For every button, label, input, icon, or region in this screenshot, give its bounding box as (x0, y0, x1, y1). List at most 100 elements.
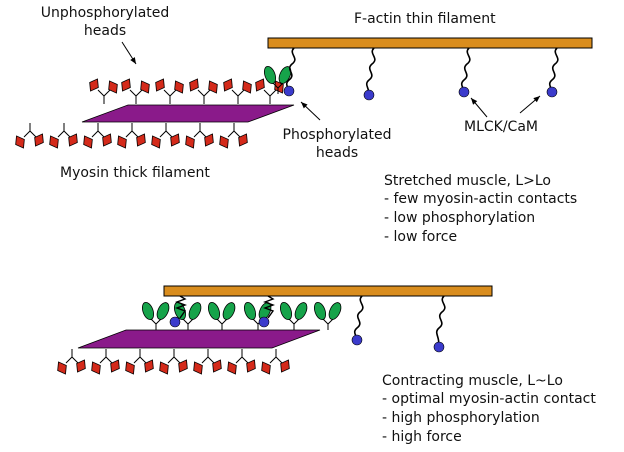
phosphorylated-head-icon (141, 301, 155, 321)
phosphorylated-head-pair (313, 301, 342, 330)
phosphorylated-head-icon (279, 301, 293, 321)
unphosphorylated-head-icon (89, 78, 99, 92)
annotation-arrows (121, 41, 541, 121)
phosphorylated-head-icon (313, 301, 327, 321)
actin-thin-filament (163, 285, 493, 297)
contracting-list: - optimal myosin-actin contact - high ph… (382, 390, 596, 447)
stretched-title: Stretched muscle, L>Lo (384, 173, 552, 189)
unphosphorylated-label-line1: Unphosphorylated (40, 5, 170, 21)
contracting-item: - high force (382, 429, 462, 445)
unphosphorylated-head-icon (223, 78, 233, 92)
unphosphorylated-head-icon (185, 135, 195, 149)
myosin-head-pair (49, 123, 78, 149)
myosin-head-pair (125, 349, 154, 375)
mlck-cam-icon (283, 47, 296, 97)
f-actin-label: F-actin thin filament (354, 11, 496, 27)
myosin-head-pair (89, 78, 118, 104)
unphosphorylated-head-icon (242, 80, 252, 94)
myosin-head-pair (155, 78, 184, 104)
unphosphorylated-head-icon (174, 80, 184, 94)
stretched-block: Stretched muscle, L>Lo - few myosin-acti… (384, 172, 577, 247)
myosin-head-pair (117, 123, 146, 149)
mlck-cam-icon (458, 47, 471, 98)
myosin-head-pair (121, 78, 150, 104)
myosin-head-pair (57, 349, 86, 375)
stretched-list: - few myosin-actin contacts - low phosph… (384, 190, 577, 247)
pointer-arrow (121, 41, 137, 65)
unphosphorylated-head-icon (189, 78, 199, 92)
phosphorylated-head-icon (156, 302, 170, 320)
stretched-item: - low force (384, 229, 458, 245)
unphosphorylated-head-icon (208, 80, 218, 94)
myosin-head-pair (159, 349, 188, 375)
unphosphorylated-head-icon (57, 361, 67, 375)
phosphorylated-label-line2: heads (315, 145, 359, 161)
pointer-arrow (519, 95, 541, 114)
mlck-cam-label: MLCK/CaM (464, 119, 538, 135)
phosphorylated-head-icon (263, 65, 277, 85)
unphosphorylated-head-icon (121, 78, 131, 92)
unphosphorylated-head-icon (155, 78, 165, 92)
unphosphorylated-head-icon (34, 133, 44, 147)
unphosphorylated-head-icon (76, 359, 86, 373)
contracting-panel-graphics (57, 285, 493, 375)
phosphorylated-label: Phosphorylated heads (272, 126, 402, 162)
mlck-cam-icon (546, 47, 559, 98)
unphosphorylated-head-icon (136, 133, 146, 147)
phosphorylated-head-icon (222, 302, 236, 320)
contracting-title: Contracting muscle, L~Lo (382, 373, 563, 389)
mlck-cam-icon (433, 295, 446, 353)
myosin-actin-contact (263, 295, 275, 319)
phosphorylated-head-icon (207, 301, 221, 321)
myosin-head-pair (227, 349, 256, 375)
unphosphorylated-head-icon (255, 78, 265, 92)
myosin-thick-filament-label: Myosin thick filament (60, 165, 210, 181)
unphosphorylated-head-icon (261, 361, 271, 375)
unphosphorylated-head-icon (83, 135, 93, 149)
stretched-item: - low phosphorylation (384, 210, 536, 226)
unphosphorylated-head-icon (91, 361, 101, 375)
unphosphorylated-head-icon (212, 359, 222, 373)
unphosphorylated-head-icon (68, 133, 78, 147)
contracting-item: - optimal myosin-actin contact (382, 391, 596, 407)
myosin-head-pair (91, 349, 120, 375)
phosphorylated-head-icon (188, 302, 202, 320)
myosin-actin-contact (175, 295, 187, 319)
myosin-head-pair (219, 123, 248, 149)
myosin-head-pair (151, 123, 180, 149)
myosin-head-pair (261, 349, 290, 375)
mlck-cam-icon (258, 316, 270, 328)
phosphorylated-head-pair (141, 301, 170, 330)
phosphorylated-head-pair (243, 301, 272, 330)
stretched-item: - few myosin-actin contacts (384, 191, 578, 207)
mlck-cam-icon (363, 47, 376, 101)
unphosphorylated-head-icon (193, 361, 203, 375)
phosphorylated-head-pair (207, 301, 236, 330)
phosphorylated-label-line1: Phosphorylated (282, 127, 392, 143)
myosin-thick-filament (77, 329, 321, 349)
unphosphorylated-head-icon (238, 133, 248, 147)
pointer-arrow (470, 97, 488, 118)
unphosphorylated-head-icon (227, 361, 237, 375)
unphosphorylated-head-icon (204, 133, 214, 147)
unphosphorylated-head-icon (125, 361, 135, 375)
phosphorylated-head-pair (173, 301, 202, 330)
unphosphorylated-head-icon (144, 359, 154, 373)
unphosphorylated-head-icon (178, 359, 188, 373)
unphosphorylated-head-icon (49, 135, 59, 149)
phosphorylated-head-icon (328, 302, 342, 320)
unphosphorylated-head-icon (246, 359, 256, 373)
mlck-cam-icon (351, 295, 364, 346)
myosin-head-pair (83, 123, 112, 149)
unphosphorylated-head-icon (159, 361, 169, 375)
phosphorylated-head-pair (279, 301, 308, 330)
unphosphorylated-head-icon (15, 135, 25, 149)
myosin-head-pair (15, 123, 44, 149)
myosin-head-pair (193, 349, 222, 375)
unphosphorylated-head-icon (108, 80, 118, 94)
contracting-item: - high phosphorylation (382, 410, 540, 426)
myosin-head-pair (223, 78, 252, 104)
unphosphorylated-label: Unphosphorylated heads (30, 4, 180, 40)
unphosphorylated-head-icon (151, 135, 161, 149)
